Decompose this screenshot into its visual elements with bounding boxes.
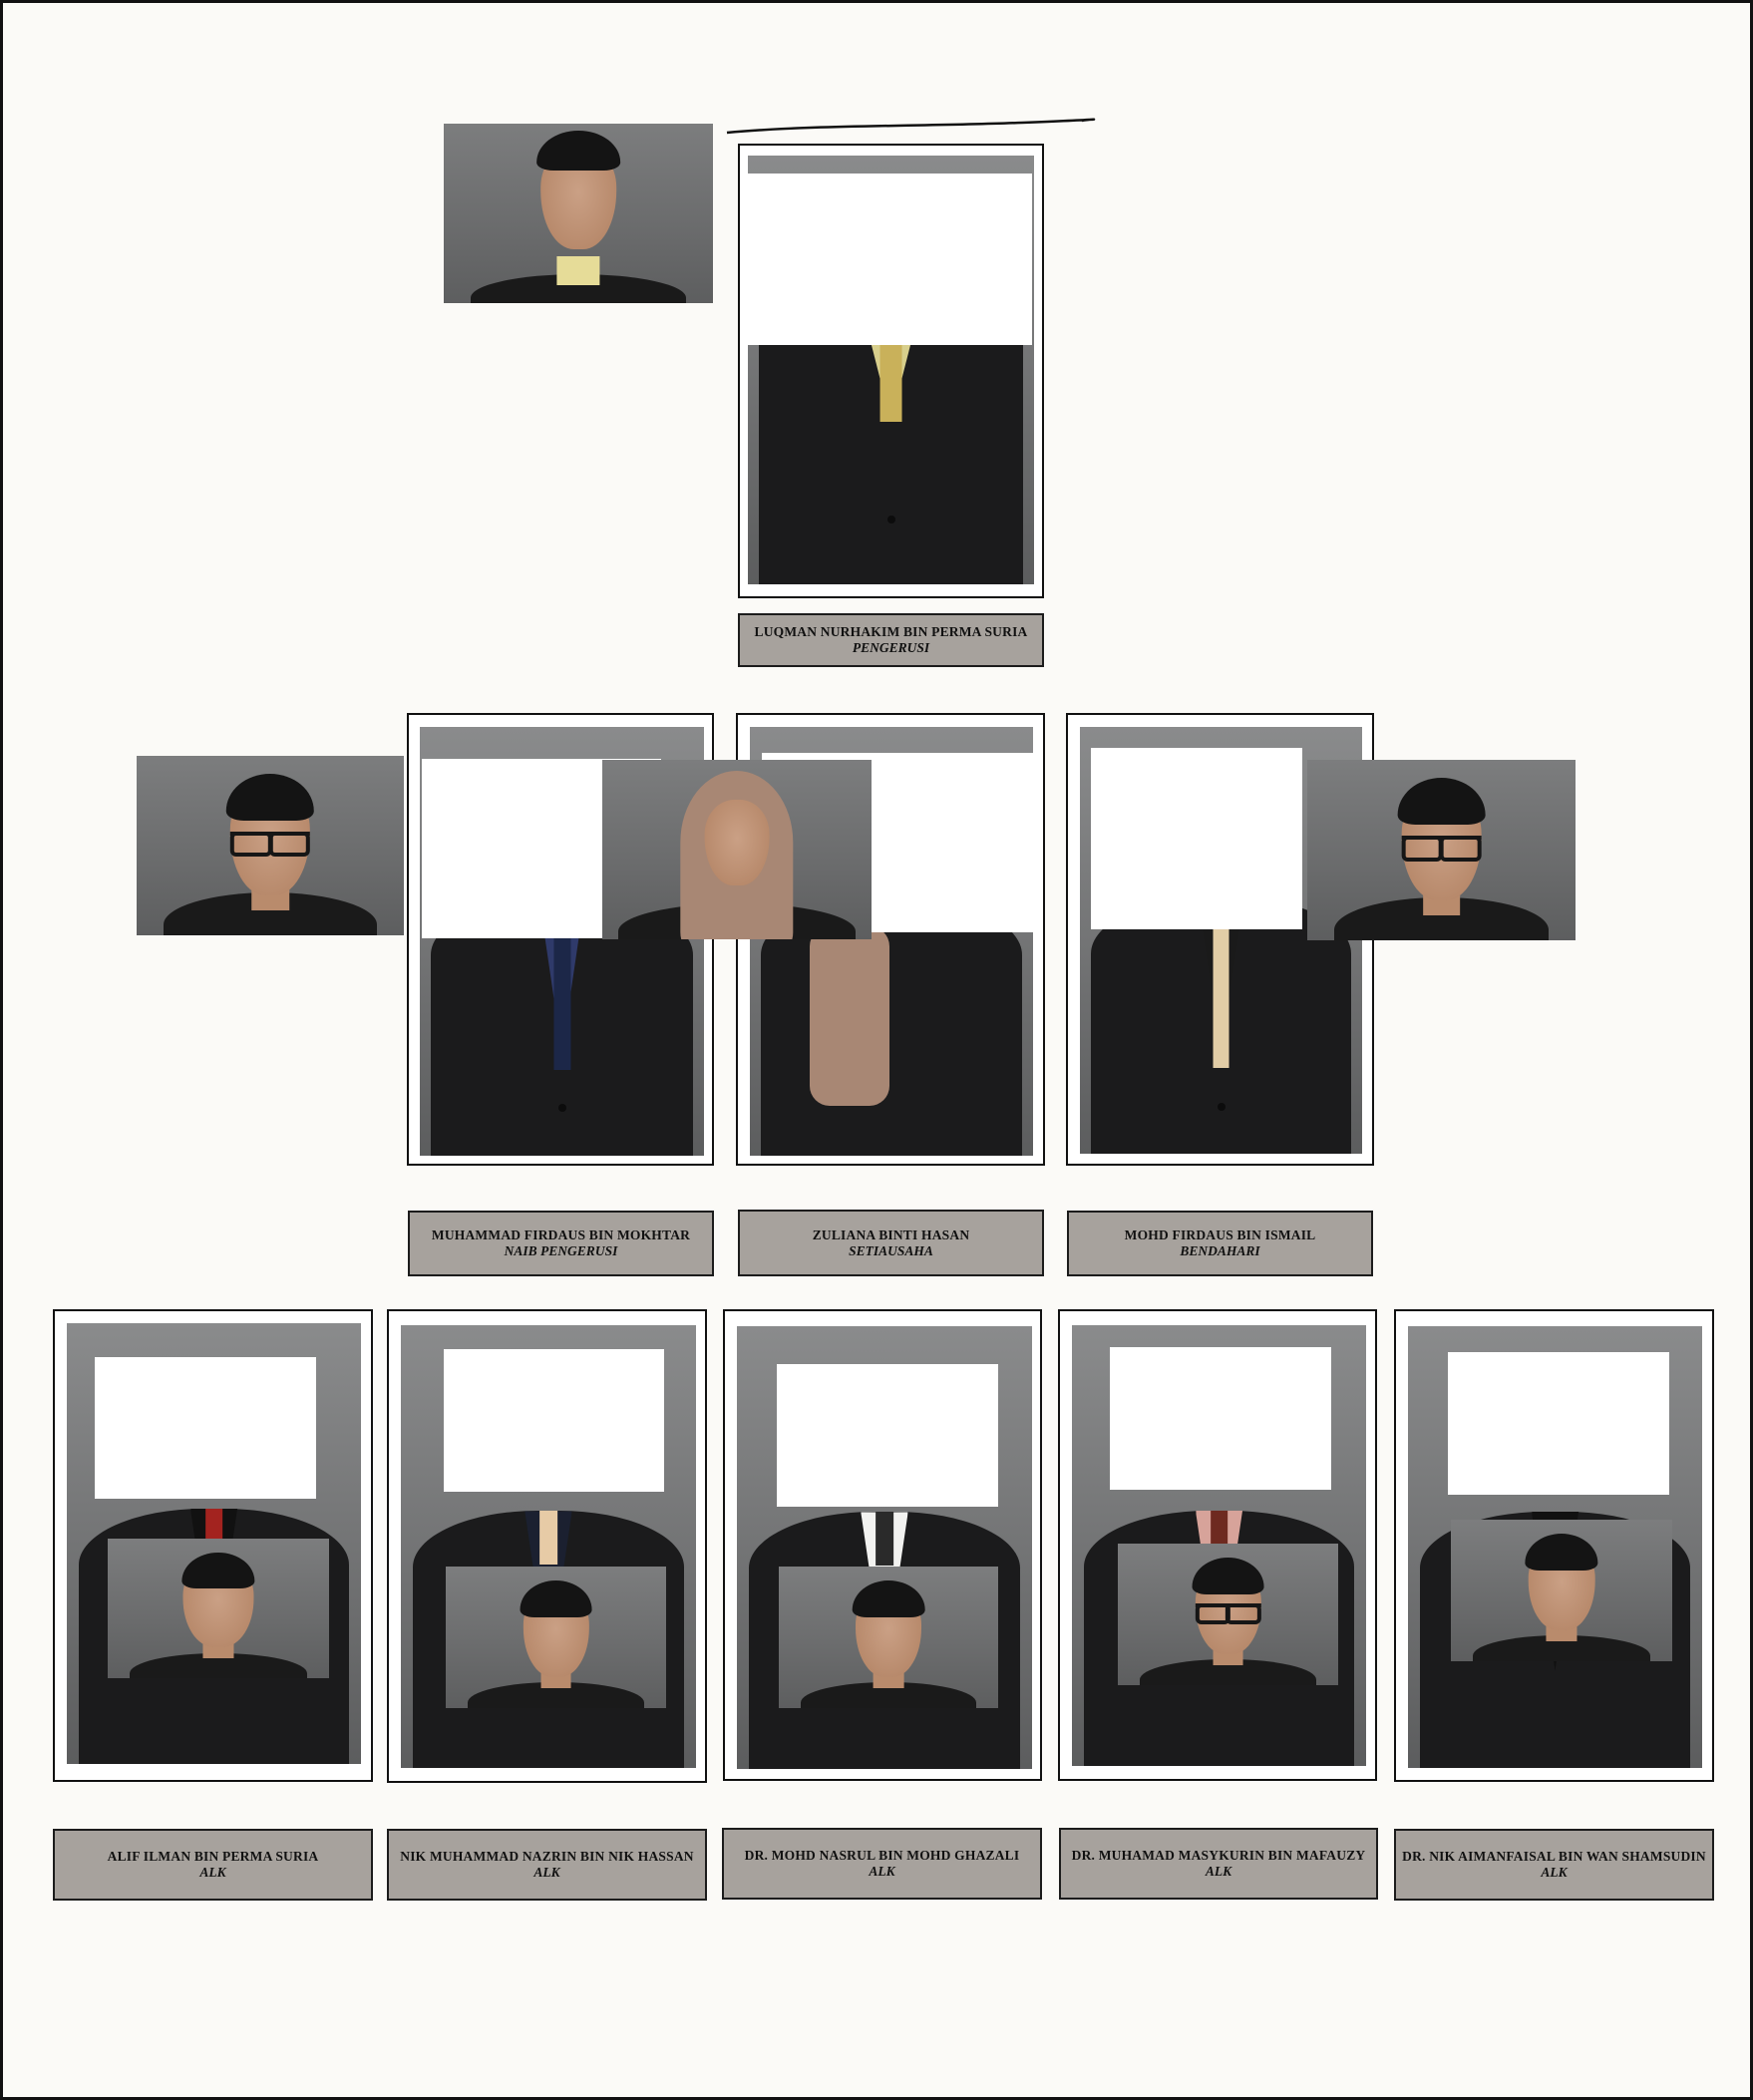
member-name: DR. MOHD NASRUL BIN MOHD GHAZALI [744, 1848, 1020, 1863]
secretary-name: ZULIANA BINTI HASAN [812, 1226, 970, 1242]
member-headshot [779, 1567, 998, 1708]
redaction-block [777, 1364, 998, 1507]
member-portrait-card [723, 1309, 1042, 1781]
secretary-name-label: ZULIANA BINTI HASAN SETIAUSAHA [738, 1210, 1044, 1276]
pen-stroke [726, 118, 1096, 135]
vice-chairman-name-label: MUHAMMAD FIRDAUS BIN MOKHTAR NAIB PENGER… [408, 1211, 714, 1276]
redaction-block [1110, 1347, 1331, 1490]
member-name-label: DR. NIK AIMANFAISAL BIN WAN SHAMSUDIN AL… [1394, 1829, 1714, 1901]
treasurer-headshot [1307, 760, 1576, 940]
member-role: ALK [869, 1864, 895, 1879]
member-role: ALK [199, 1865, 226, 1880]
redaction-block [95, 1357, 316, 1499]
redaction-block [444, 1349, 664, 1492]
member-name-label: DR. MUHAMAD MASYKURIN BIN MAFAUZY ALK [1059, 1828, 1378, 1900]
redaction-block [748, 174, 1032, 345]
member-role: ALK [533, 1865, 560, 1880]
chairman-role: PENGERUSI [852, 640, 930, 655]
chairman-headshot [444, 124, 713, 303]
member-headshot [446, 1567, 666, 1708]
member-headshot [1451, 1520, 1672, 1661]
chairman-name: LUQMAN NURHAKIM BIN PERMA SURIA [754, 624, 1028, 639]
member-headshot [108, 1539, 329, 1678]
member-role: ALK [1205, 1864, 1232, 1879]
member-name-label: ALIF ILMAN BIN PERMA SURIA ALK [53, 1829, 373, 1901]
member-role: ALK [1541, 1865, 1568, 1880]
member-name: DR. MUHAMAD MASYKURIN BIN MAFAUZY [1071, 1848, 1366, 1863]
secretary-role: SETIAUSAHA [849, 1242, 933, 1258]
chairman-portrait-photo [748, 156, 1034, 584]
chairman-name-label: LUQMAN NURHAKIM BIN PERMA SURIA PENGERUS… [738, 613, 1044, 667]
treasurer-name: MOHD FIRDAUS BIN ISMAIL [1124, 1227, 1316, 1242]
vice-chairman-name: MUHAMMAD FIRDAUS BIN MOKHTAR [431, 1227, 691, 1242]
vice-chairman-headshot [137, 756, 404, 935]
member-name-label: DR. MOHD NASRUL BIN MOHD GHAZALI ALK [722, 1828, 1042, 1900]
member-name-label: NIK MUHAMMAD NAZRIN BIN NIK HASSAN ALK [387, 1829, 707, 1901]
member-headshot [1118, 1544, 1338, 1685]
member-name: ALIF ILMAN BIN PERMA SURIA [107, 1849, 319, 1864]
chairman-portrait-card [738, 144, 1044, 598]
secretary-headshot [602, 760, 872, 939]
redaction-block [1448, 1352, 1669, 1495]
treasurer-name-label: MOHD FIRDAUS BIN ISMAIL BENDAHARI [1067, 1211, 1373, 1276]
vice-chairman-role: NAIB PENGERUSI [504, 1243, 618, 1258]
treasurer-role: BENDAHARI [1180, 1243, 1260, 1258]
member-name: DR. NIK AIMANFAISAL BIN WAN SHAMSUDIN [1402, 1849, 1706, 1864]
redaction-block [1091, 748, 1302, 929]
member-name: NIK MUHAMMAD NAZRIN BIN NIK HASSAN [400, 1849, 694, 1864]
member-portrait-card [387, 1309, 707, 1783]
